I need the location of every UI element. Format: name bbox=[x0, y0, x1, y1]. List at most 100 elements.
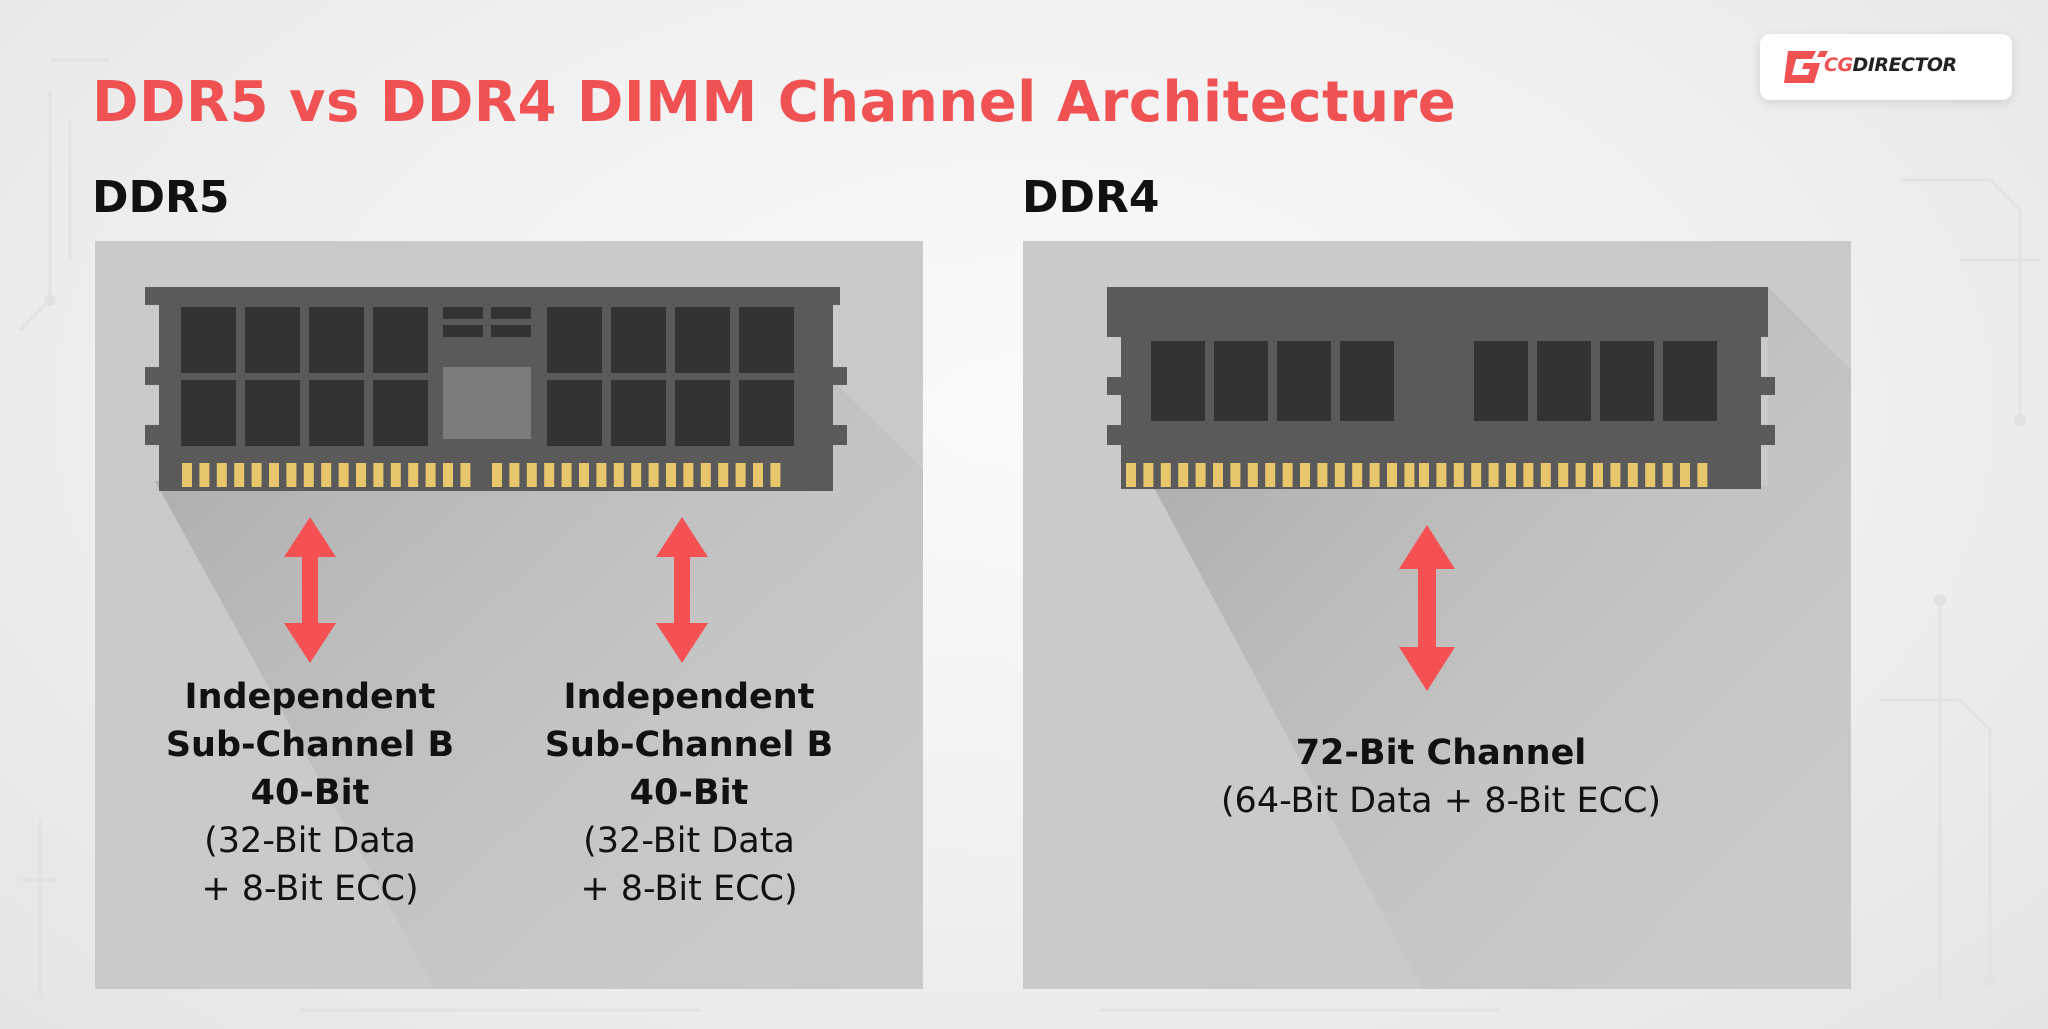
gold-pin bbox=[373, 463, 384, 487]
gold-pin bbox=[492, 463, 502, 487]
gold-pin bbox=[286, 463, 297, 487]
cgdirector-logo: CGDIRECTOR bbox=[1760, 34, 2012, 100]
channel-name-line2: Sub-Channel B bbox=[544, 725, 834, 765]
gold-pin bbox=[1593, 463, 1603, 487]
gold-pin bbox=[1645, 463, 1656, 487]
logo-wordmark-prefix: CG bbox=[1824, 54, 1853, 76]
gold-pin bbox=[1419, 463, 1429, 487]
gold-pin bbox=[700, 463, 711, 487]
gold-pin bbox=[1143, 463, 1154, 487]
ddr5-dram-chips bbox=[181, 307, 794, 446]
gold-pin bbox=[443, 463, 453, 487]
gold-pin bbox=[1506, 463, 1516, 487]
ddr5-sub-channel-b-label: Independent Sub-Channel B 40-Bit (32-Bit… bbox=[545, 673, 833, 913]
gold-pin bbox=[579, 463, 589, 487]
ddr5-sub-channel-a-label: Independent Sub-Channel B 40-Bit (32-Bit… bbox=[166, 673, 454, 913]
channel-width: 72-Bit Channel bbox=[1295, 733, 1587, 773]
channel-detail-line2: + 8-Bit ECC) bbox=[201, 869, 419, 909]
gold-pin bbox=[509, 463, 520, 487]
gold-pin bbox=[425, 463, 436, 487]
gold-pin bbox=[1230, 463, 1241, 487]
gold-pin bbox=[1610, 463, 1621, 487]
gold-pin bbox=[1697, 463, 1708, 487]
channel-name: Independent bbox=[184, 677, 436, 717]
gold-pin bbox=[596, 463, 607, 487]
gold-pin bbox=[1387, 463, 1397, 487]
ddr4-channel-arrow bbox=[1399, 525, 1455, 691]
gold-pin bbox=[460, 463, 471, 487]
gold-pin bbox=[648, 463, 659, 487]
gold-pin bbox=[613, 463, 624, 487]
ddr4-heading: DDR4 bbox=[1022, 172, 1160, 223]
gold-pin bbox=[356, 463, 366, 487]
gold-pin bbox=[1453, 463, 1464, 487]
ddr4-panel: 72-Bit Channel (64-Bit Data + 8-Bit ECC) bbox=[1023, 241, 1851, 989]
ddr5-sub-channel-a-arrow bbox=[284, 517, 336, 663]
gold-pin bbox=[1575, 463, 1586, 487]
ddr4-dimm-diagram bbox=[1107, 287, 1851, 989]
gold-pin bbox=[234, 463, 245, 487]
gold-pin bbox=[666, 463, 676, 487]
gold-pin bbox=[1540, 463, 1551, 487]
ddr4-dram-chips bbox=[1151, 341, 1717, 421]
gold-pin bbox=[735, 463, 746, 487]
gold-pin bbox=[1126, 463, 1136, 487]
ddr4-gold-pins bbox=[1126, 463, 1708, 487]
logo-wordmark-rest: DIRECTOR bbox=[1852, 54, 1958, 76]
gold-pin bbox=[683, 463, 694, 487]
cgdirector-logo-icon bbox=[1784, 51, 1828, 83]
gold-pin bbox=[1404, 463, 1415, 487]
ddr5-module-shadow bbox=[155, 287, 923, 989]
gold-pin bbox=[526, 463, 537, 487]
gold-pin bbox=[1680, 463, 1690, 487]
channel-detail: (64-Bit Data + 8-Bit ECC) bbox=[1220, 781, 1662, 821]
ddr4-channel-label: 72-Bit Channel (64-Bit Data + 8-Bit ECC) bbox=[1221, 729, 1661, 825]
gold-pin bbox=[303, 463, 314, 487]
gold-pin bbox=[1247, 463, 1258, 487]
gold-pin bbox=[1471, 463, 1482, 487]
ddr5-sub-channel-b-arrow bbox=[656, 517, 708, 663]
gold-pin bbox=[1558, 463, 1569, 487]
gold-pin bbox=[1213, 463, 1223, 487]
gold-pin bbox=[1436, 463, 1447, 487]
gold-pin bbox=[1282, 463, 1293, 487]
ddr5-dimm-diagram bbox=[145, 287, 923, 989]
logo-wordmark: CGDIRECTOR bbox=[1824, 54, 1957, 76]
gold-pin bbox=[408, 463, 419, 487]
gold-pin bbox=[753, 463, 763, 487]
gold-pin bbox=[631, 463, 642, 487]
gold-pin bbox=[269, 463, 279, 487]
ddr5-heading: DDR5 bbox=[92, 172, 230, 223]
gold-pin bbox=[1369, 463, 1380, 487]
gold-pin bbox=[338, 463, 349, 487]
gold-pin bbox=[1488, 463, 1499, 487]
gold-pin bbox=[1352, 463, 1363, 487]
gold-pin bbox=[1523, 463, 1534, 487]
gold-pin bbox=[561, 463, 572, 487]
gold-pin bbox=[1334, 463, 1345, 487]
ddr4-module-pcb bbox=[1107, 287, 1775, 489]
gold-pin bbox=[1178, 463, 1189, 487]
gold-pin bbox=[216, 463, 227, 487]
gold-pin bbox=[770, 463, 781, 487]
ddr5-pmic-components bbox=[443, 307, 531, 439]
channel-detail: (32-Bit Data bbox=[583, 821, 795, 861]
gold-pin bbox=[718, 463, 729, 487]
channel-detail: (32-Bit Data bbox=[204, 821, 416, 861]
gold-pin bbox=[321, 463, 332, 487]
gold-pin bbox=[199, 463, 210, 487]
gold-pin bbox=[1662, 463, 1673, 487]
gold-pin bbox=[1195, 463, 1206, 487]
gold-pin bbox=[1265, 463, 1276, 487]
ddr4-module-shadow bbox=[1153, 287, 1851, 989]
gold-pin bbox=[1160, 463, 1171, 487]
gold-pin bbox=[182, 463, 192, 487]
channel-detail-line2: + 8-Bit ECC) bbox=[580, 869, 798, 909]
gold-pin bbox=[390, 463, 401, 487]
ddr5-panel: Independent Sub-Channel B 40-Bit (32-Bit… bbox=[95, 241, 923, 989]
channel-name: Independent bbox=[563, 677, 815, 717]
gold-pin bbox=[1627, 463, 1638, 487]
page-title: DDR5 vs DDR4 DIMM Channel Architecture bbox=[92, 70, 1457, 135]
channel-name-line2: Sub-Channel B bbox=[165, 725, 455, 765]
